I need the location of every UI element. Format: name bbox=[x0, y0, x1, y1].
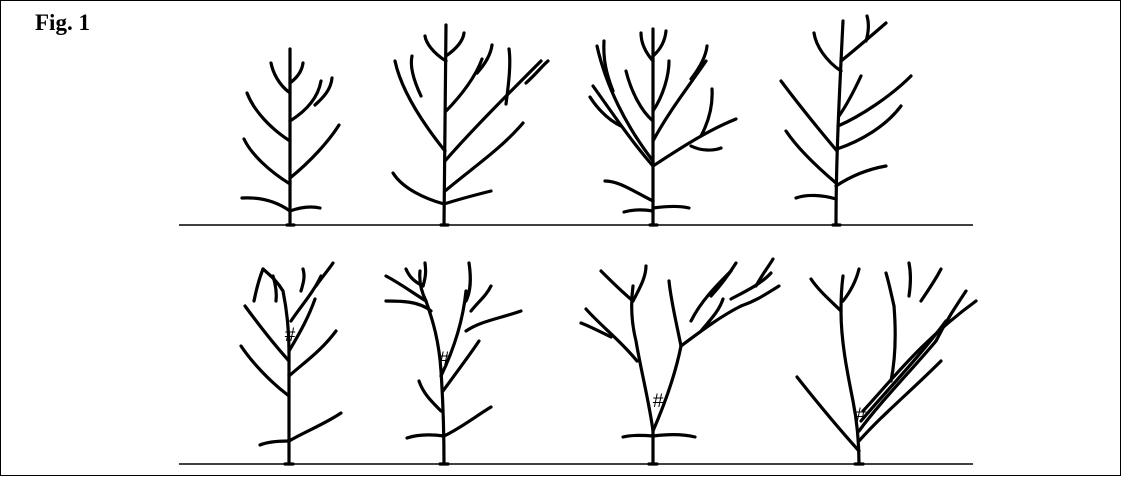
fork-marker: # bbox=[653, 391, 664, 412]
bottom-row-tree-6 bbox=[384, 261, 523, 466]
figure-label: Fig. 1 bbox=[35, 10, 90, 35]
top-row-tree-3 bbox=[588, 27, 738, 227]
top-row-tree-4 bbox=[779, 14, 913, 227]
fork-marker: # bbox=[856, 405, 867, 426]
bottom-row-tree-7 bbox=[579, 257, 781, 466]
top-row-tree-2 bbox=[391, 23, 550, 227]
top-row-tree-1 bbox=[240, 47, 341, 227]
bottom-row-tree-5 bbox=[239, 261, 343, 466]
fork-marker: # bbox=[439, 349, 450, 370]
bottom-row-tree-8 bbox=[795, 261, 978, 466]
fork-marker: # bbox=[285, 325, 296, 346]
